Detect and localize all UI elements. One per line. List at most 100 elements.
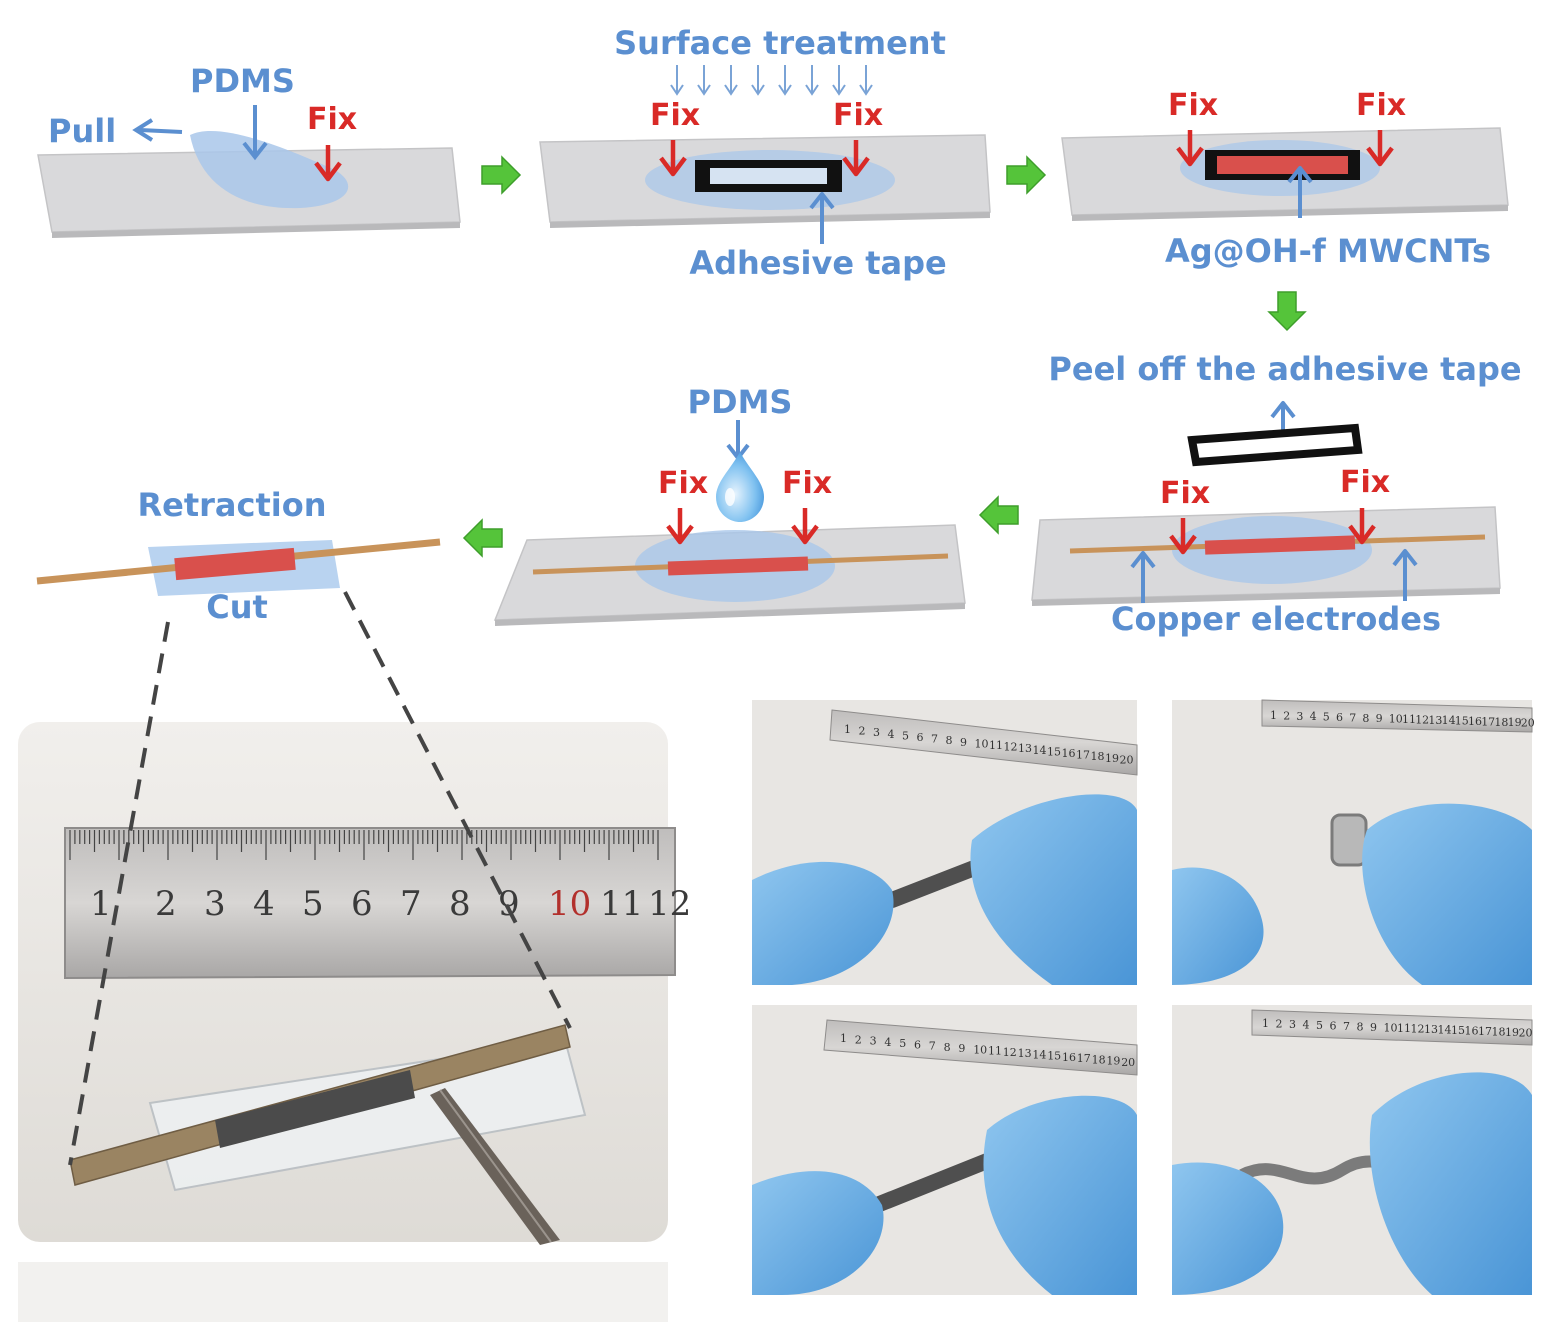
ruler-tick-label: 7 — [1343, 1020, 1350, 1033]
ruler-tick-10: 10 — [548, 884, 591, 924]
ruler-tick-5: 5 — [302, 884, 324, 924]
ruler-tick-label: 6 — [917, 731, 924, 744]
ruler-tick-6: 6 — [351, 884, 373, 924]
dashed-guide-left — [68, 621, 170, 1166]
ruler-tick-label: 18 — [1092, 1053, 1106, 1066]
ruler-ticks — [69, 830, 659, 860]
ruler-tick-8: 8 — [449, 884, 471, 924]
ruler-tick-label: 1 — [844, 723, 851, 736]
fix-right-label: Fix — [833, 98, 883, 133]
ruler-tick-label: 6 — [914, 1038, 921, 1051]
pdms-label: PDMS — [190, 62, 295, 100]
step3-panel: Fix Fix Ag@OH-f MWCNTs — [1061, 88, 1509, 270]
ruler-tick-label: 3 — [1296, 710, 1303, 723]
ruler-tick-label: 7 — [931, 733, 938, 746]
ruler-tick-label: 10 — [973, 1043, 987, 1056]
fix-left-label: Fix — [1160, 476, 1210, 511]
ruler-tick-label: 4 — [884, 1036, 891, 1049]
ruler-tick-7: 7 — [400, 884, 422, 924]
ruler-tick-label: 15 — [1451, 1024, 1465, 1037]
ruler-tick-4: 4 — [253, 884, 275, 924]
ruler-tick-label: 16 — [1468, 715, 1482, 728]
ruler-tick-label: 8 — [1362, 712, 1369, 725]
peeled-tape — [1187, 423, 1363, 467]
step2-panel: Surface treatment Fix Fix Adhesive tape — [539, 24, 991, 282]
left-glove — [752, 861, 894, 985]
ruler-tick-label: 19 — [1508, 716, 1522, 729]
ruler-tick-label: 20 — [1121, 1056, 1135, 1069]
sensor-photo: 1 2 3 4 5 6 7 8 9 10 11 12 — [18, 722, 691, 1322]
ruler-tick-label: 13 — [1428, 714, 1442, 727]
fix-left-label: Fix — [650, 98, 700, 133]
copper-electrodes-label: Copper electrodes — [1111, 600, 1441, 638]
ruler-tick-label: 10 — [1389, 713, 1403, 726]
ruler-tick-label: 20 — [1521, 717, 1535, 730]
blue-down-arrow-icon — [242, 105, 268, 161]
ruler-tick-label: 8 — [944, 1041, 951, 1054]
ruler-tick-label: 10 — [975, 737, 989, 750]
ruler-tick-label: 2 — [855, 1033, 862, 1046]
ruler-tick-label: 11 — [1402, 713, 1416, 726]
ruler-tick-label: 8 — [1357, 1021, 1364, 1034]
green-arrow-icon — [463, 519, 503, 557]
fix-right-label: Fix — [1340, 465, 1390, 500]
ruler-tick-label: 19 — [1106, 1055, 1120, 1068]
ruler-tick-label: 17 — [1077, 1052, 1091, 1065]
ruler-tick-label: 15 — [1047, 1050, 1061, 1063]
mwcnt-strip — [215, 1070, 415, 1148]
bent-sensor — [1330, 813, 1368, 867]
ruler-tick-label: 5 — [1323, 711, 1330, 724]
ruler-tick-label: 5 — [1316, 1019, 1323, 1032]
ruler-tick-label: 13 — [1018, 1047, 1032, 1060]
ruler-tick-1: 1 — [90, 884, 112, 924]
ruler-tick-label: 9 — [1376, 712, 1383, 725]
ruler-tick-label: 11 — [989, 739, 1003, 752]
ruler-tick-11: 11 — [600, 884, 643, 924]
ruler-tick-label: 14 — [1438, 1024, 1452, 1037]
pdms-encapsulation — [148, 1038, 587, 1192]
step1-panel: Pull PDMS Fix — [37, 62, 461, 238]
ruler-tick-label: 10 — [1384, 1022, 1398, 1035]
ruler-tick-label: 1 — [1270, 709, 1277, 722]
ruler-tick-label: 4 — [888, 728, 895, 741]
ruler-tick-label: 9 — [958, 1042, 965, 1055]
left-glove — [1172, 1162, 1284, 1295]
ruler-tick-label: 2 — [859, 725, 866, 738]
pull-label: Pull — [48, 112, 116, 150]
pdms-spread — [190, 130, 349, 209]
ruler-tick-label: 17 — [1076, 749, 1090, 762]
ruler-tick-label: 14 — [1033, 744, 1047, 757]
ruler-tick-label: 19 — [1105, 752, 1119, 765]
ruler-tick-label: 2 — [1283, 709, 1290, 722]
surface-treatment-label: Surface treatment — [614, 24, 946, 62]
ruler-tick-label: 5 — [899, 1037, 906, 1050]
ruler-tick-label: 11 — [988, 1045, 1002, 1058]
step5-panel: PDMS Fix Fix — [493, 383, 966, 626]
ruler-tick-label: 18 — [1492, 1026, 1506, 1039]
ruler-tick-label: 16 — [1062, 1051, 1076, 1064]
ruler-tick-label: 13 — [1424, 1023, 1438, 1036]
ruler-tick-label: 3 — [870, 1035, 877, 1048]
ruler-tick-label: 20 — [1519, 1027, 1533, 1040]
ruler-tick-9: 9 — [498, 884, 520, 924]
right-glove — [970, 794, 1137, 985]
step4-panel: Peel off the adhesive tape Fix Fix Coppe… — [1031, 350, 1522, 638]
ruler-tick-label: 16 — [1465, 1025, 1479, 1038]
fix-left-label: Fix — [1168, 88, 1218, 123]
ruler-tick-label: 19 — [1505, 1026, 1519, 1039]
ruler-tick-2: 2 — [155, 884, 177, 924]
fix-left-label: Fix — [658, 466, 708, 501]
ruler-tick-label: 13 — [1018, 742, 1032, 755]
green-arrow-icon — [1268, 291, 1306, 331]
ruler — [64, 827, 676, 980]
fix-label: Fix — [307, 102, 357, 137]
sensor-strip — [884, 857, 990, 908]
left-glove — [1172, 867, 1264, 985]
pdms-drop-icon — [716, 452, 764, 522]
ruler-tick-label: 17 — [1481, 715, 1495, 728]
pdms-label: PDMS — [688, 383, 793, 421]
